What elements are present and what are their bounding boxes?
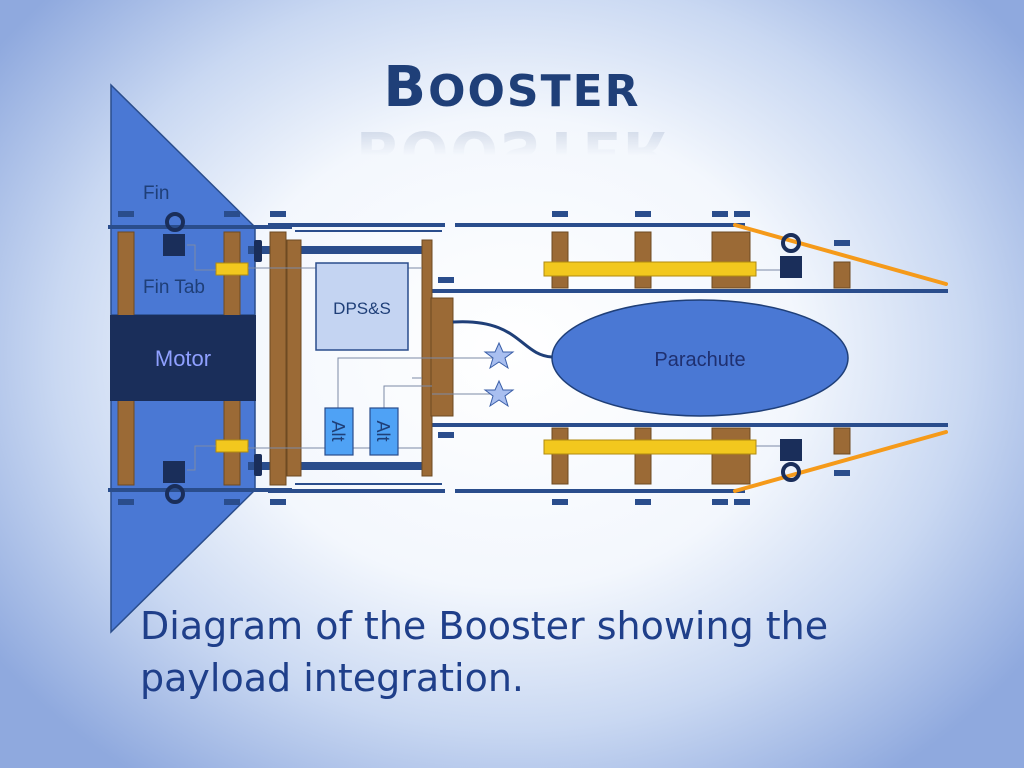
dpss-label: DPS&S (333, 299, 391, 318)
parachute-label: Parachute (654, 349, 745, 371)
rod-nuts (254, 240, 262, 476)
fin-tab-label: Fin Tab (143, 277, 205, 298)
slide-caption: Diagram of the Booster showing the paylo… (140, 604, 829, 700)
altimeter-1 (324, 407, 354, 456)
dpss-box (315, 262, 409, 351)
motor-block (110, 315, 256, 401)
ejection-charge-1-icon (483, 341, 515, 370)
ejection-charge-2-icon (483, 379, 515, 408)
altimeter-2 (369, 407, 399, 456)
rail-clips (118, 211, 850, 505)
orange-lines (733, 223, 948, 493)
slide-title: BOOSTER (383, 55, 641, 120)
motor-label: Motor (155, 346, 211, 371)
shock-cord (452, 320, 553, 359)
altimeter-1-label: Alt (328, 420, 348, 441)
fin-label: Fin (143, 183, 169, 204)
rail-buttons (163, 212, 802, 504)
parachute (551, 299, 849, 417)
threaded-rods (215, 261, 757, 455)
altimeter-2-label: Alt (373, 420, 393, 441)
